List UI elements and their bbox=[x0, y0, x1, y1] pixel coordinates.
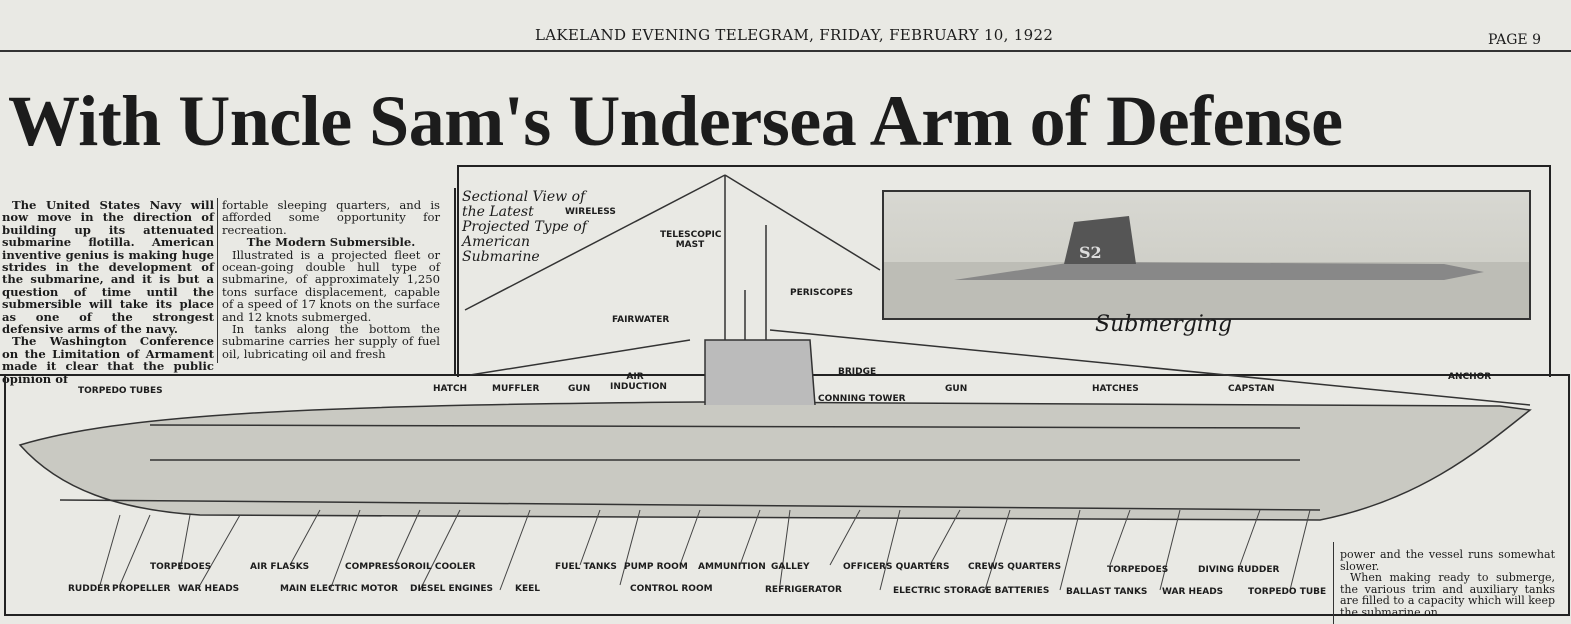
label-capstan: CAPSTAN bbox=[1228, 384, 1275, 394]
label-control-room: CONTROL ROOM bbox=[630, 584, 713, 594]
label-wireless: WIRELESS bbox=[565, 207, 616, 217]
label-hatch: HATCH bbox=[433, 384, 468, 394]
header-rule bbox=[0, 50, 1571, 52]
label-fairwater: FAIRWATER bbox=[612, 315, 670, 325]
label-galley: GALLEY bbox=[771, 562, 810, 572]
article-column-3: power and the vessel runs somewhat slowe… bbox=[1340, 549, 1555, 618]
hull-number: S2 bbox=[1079, 243, 1102, 262]
article-column-1: The United States Navy will now move in … bbox=[2, 199, 214, 385]
label-torpedoes: TORPEDOES bbox=[150, 562, 212, 572]
label-ammunition: AMMUNITION bbox=[698, 562, 766, 572]
paragraph: The United States Navy will now move in … bbox=[2, 198, 214, 337]
headline: With Uncle Sam's Undersea Arm of Defense bbox=[8, 81, 1343, 161]
label-war-heads: WAR HEADS bbox=[178, 584, 240, 594]
submarine-cutaway-drawing bbox=[18, 174, 1532, 591]
submarine-photo-drawing: S2 bbox=[884, 216, 1529, 318]
paragraph: power and the vessel runs somewhat slowe… bbox=[1340, 548, 1555, 573]
photo-caption: Submerging bbox=[1095, 312, 1233, 337]
label-conning-tower: CONNING TOWER bbox=[818, 394, 906, 404]
label-refrigerator: REFRIGERATOR bbox=[765, 585, 842, 595]
article-column-2: fortable sleeping quarters, and is affor… bbox=[222, 199, 440, 360]
label-gun-aft: GUN bbox=[945, 384, 968, 394]
label-hatches: HATCHES bbox=[1092, 384, 1139, 394]
label-officers-quarters: OFFICERS QUARTERS bbox=[843, 562, 950, 572]
label-gun: GUN bbox=[568, 384, 591, 394]
label-torpedoes-fwd: TORPEDOES bbox=[1107, 565, 1169, 575]
label-muffler: MUFFLER bbox=[492, 384, 540, 394]
illustration-frame-top bbox=[457, 165, 1551, 377]
label-propeller: PROPELLER bbox=[112, 584, 171, 594]
label-torpedo-tubes: TORPEDO TUBES bbox=[78, 386, 163, 396]
label-diesel-engines: DIESEL ENGINES bbox=[410, 584, 494, 594]
label-compressor: COMPRESSOR bbox=[345, 562, 416, 572]
paragraph: In tanks along the bottom the submarine … bbox=[222, 322, 440, 361]
paragraph: When making ready to submerge, the vario… bbox=[1340, 571, 1555, 619]
paragraph: Illustrated is a projected fleet or ocea… bbox=[222, 247, 440, 324]
label-bridge: BRIDGE bbox=[838, 367, 877, 377]
label-telescopic-mast: TELESCOPIC MAST bbox=[660, 230, 722, 250]
label-periscopes: PERISCOPES bbox=[790, 288, 853, 298]
label-diving-rudder: DIVING RUDDER bbox=[1198, 565, 1280, 575]
page-number: PAGE 9 bbox=[1488, 32, 1542, 48]
label-air-induction: AIR INDUCTION bbox=[610, 372, 667, 392]
label-main-electric-motor: MAIN ELECTRIC MOTOR bbox=[280, 584, 399, 594]
label-oil-cooler: OIL COOLER bbox=[415, 562, 476, 572]
label-crews-quarters: CREWS QUARTERS bbox=[968, 562, 1062, 572]
column-rule bbox=[1333, 542, 1334, 624]
label-air-flasks: AIR FLASKS bbox=[250, 562, 310, 572]
label-anchor: ANCHOR bbox=[1448, 372, 1492, 382]
label-rudder: RUDDER bbox=[68, 584, 111, 594]
label-torpedo-tube: TORPEDO TUBE bbox=[1248, 587, 1327, 597]
label-pump-room: PUMP ROOM bbox=[624, 562, 688, 572]
label-ballast-tanks: BALLAST TANKS bbox=[1066, 587, 1148, 597]
illustration-title: Sectional View of the Latest Projected T… bbox=[462, 189, 587, 265]
paragraph: The Washington Conference on the Limitat… bbox=[2, 334, 214, 386]
masthead: LAKELAND EVENING TELEGRAM, FRIDAY, FEBRU… bbox=[535, 26, 1054, 44]
label-war-heads-fwd: WAR HEADS bbox=[1162, 587, 1224, 597]
label-fuel-tanks: FUEL TANKS bbox=[555, 562, 617, 572]
subheading: The Modern Submersible. bbox=[246, 235, 416, 250]
label-electric-storage-batteries: ELECTRIC STORAGE BATTERIES bbox=[893, 586, 1050, 596]
paragraph: fortable sleeping quarters, and is affor… bbox=[222, 198, 440, 237]
label-keel: KEEL bbox=[515, 584, 541, 594]
submerging-photo: S2 bbox=[882, 190, 1531, 320]
column-rule bbox=[217, 198, 218, 363]
